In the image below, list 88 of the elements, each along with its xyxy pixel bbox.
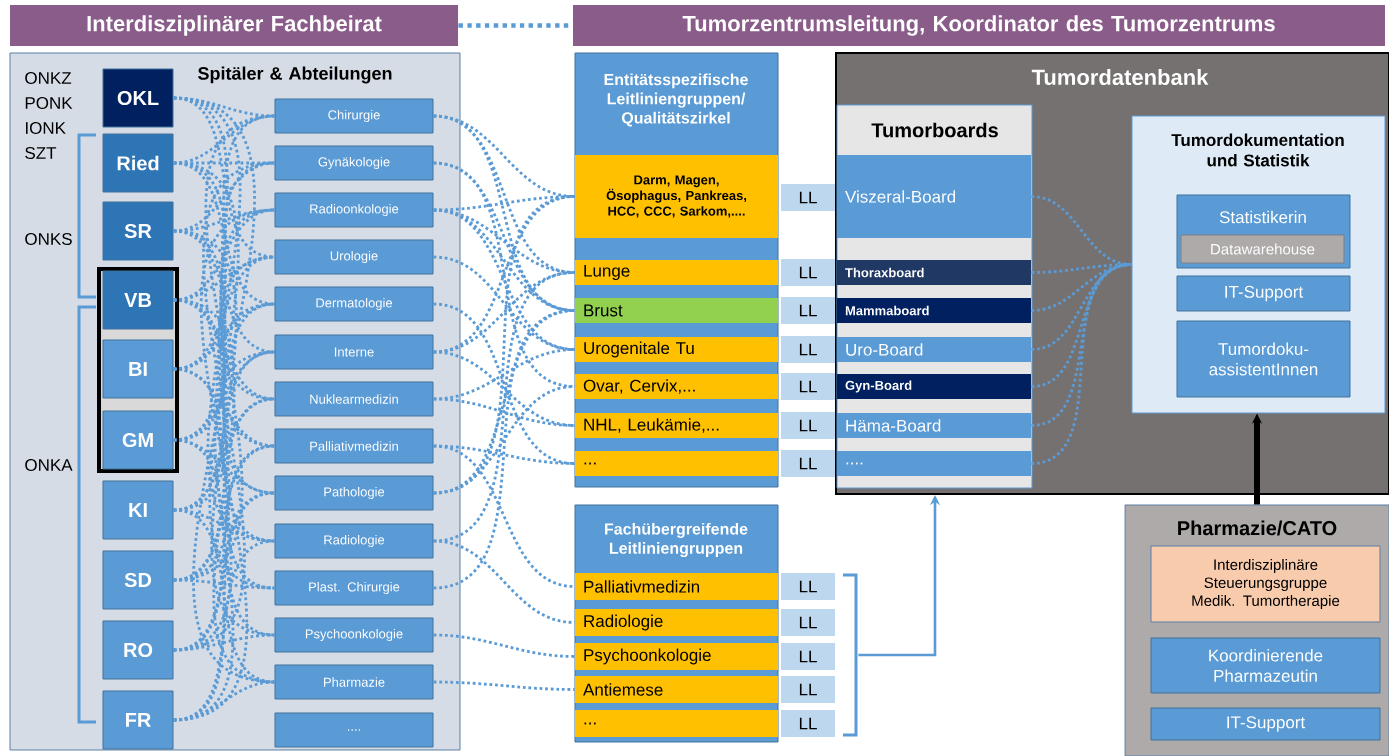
connector <box>1031 263 1132 351</box>
connector <box>433 161 575 388</box>
staff-box: IT-Support <box>1150 707 1381 741</box>
department-box: Urologie <box>274 239 434 275</box>
connector <box>173 633 275 652</box>
hospital-box: VB <box>102 270 174 330</box>
department-box: Nuklearmedizin <box>274 381 434 417</box>
department-box: Radiologie <box>274 523 434 559</box>
guideline-box: LL <box>781 336 835 363</box>
board-box: Häma-Board <box>837 413 1031 438</box>
entity-row: Antiemese <box>575 676 778 703</box>
group-label: ONKS <box>25 233 72 245</box>
entity-row: Palliativmedizin <box>575 573 778 600</box>
entity-row: ... <box>575 451 778 476</box>
guideline-box: LL <box>781 609 835 636</box>
department-box: Plast. Chirurgie <box>274 570 434 606</box>
connector <box>433 397 575 427</box>
guideline-box: LL <box>781 643 835 670</box>
hospital-box: GM <box>102 410 174 470</box>
connector <box>433 255 575 351</box>
connector <box>433 350 575 427</box>
hospital-box: FR <box>102 690 174 750</box>
department-box: Psychoonkologie <box>274 617 434 653</box>
department-box: Palliativmedizin <box>274 428 434 464</box>
department-box: Pathologie <box>274 475 434 511</box>
group-label: SZT <box>25 147 57 159</box>
board-box: Mammaboard <box>837 298 1031 323</box>
board-box: .... <box>837 451 1031 476</box>
hospital-box: SR <box>102 201 174 261</box>
guideline-box: LL <box>781 676 835 703</box>
group-label: IONK <box>26 122 66 134</box>
connector <box>173 680 275 722</box>
board-box: Thoraxboard <box>837 260 1031 285</box>
staff-box: Tumordoku- assistentInnen <box>1176 320 1351 398</box>
department-box: Chirurgie <box>274 98 434 134</box>
connector <box>433 385 575 495</box>
department-box: .... <box>274 712 434 748</box>
connector <box>433 271 575 543</box>
connector <box>173 578 275 590</box>
entity-row: NHL, Leukämie,... <box>575 413 778 438</box>
entity-row: ... <box>575 710 778 737</box>
hospital-box: SD <box>102 550 174 610</box>
entity-row: Urogenitale Tu <box>575 337 778 362</box>
department-box: Dermatologie <box>274 286 434 322</box>
guideline-box: LL <box>781 710 835 737</box>
entity-row: Psychoonkologie <box>575 643 778 670</box>
guideline-box: LL <box>781 373 835 400</box>
department-box: Radioonkologie <box>274 192 434 228</box>
entity-row: Radiologie <box>575 609 778 636</box>
connector <box>433 680 575 691</box>
entity-row: Lunge <box>575 260 778 285</box>
connector <box>433 309 575 590</box>
hospital-box: RO <box>102 620 174 680</box>
guideline-box: LL <box>781 450 835 477</box>
department-box: Pharmazie <box>274 664 434 700</box>
hospital-box: KI <box>102 480 174 540</box>
connector <box>173 508 275 684</box>
staff-box: Koordinierende Pharmazeutin <box>1150 637 1381 694</box>
connector <box>433 633 575 658</box>
bracket <box>843 573 858 737</box>
group-label: ONKZ <box>25 72 72 84</box>
guideline-box: LL <box>781 297 835 324</box>
entity-row: Brust <box>575 298 778 323</box>
board-box: Viszeral-Board <box>837 155 1031 238</box>
connector <box>433 302 575 465</box>
group-label: ONKA <box>25 459 73 471</box>
group-label: PONK <box>25 97 73 109</box>
hospital-box: OKL <box>102 68 174 128</box>
hospital-box: Ried <box>102 133 174 193</box>
hospital-box: BI <box>102 339 174 399</box>
header-banner: Tumorzentrumsleitung, Koordinator des Tumorzentrums <box>573 5 1385 46</box>
department-box: Gynäkologie <box>274 145 434 181</box>
guideline-box: LL <box>781 184 835 211</box>
entity-row: Ovar, Cervix,... <box>575 374 778 399</box>
guideline-box: LL <box>781 573 835 600</box>
board-box: Gyn-Board <box>837 374 1031 399</box>
system-box: Datawarehouse <box>1180 234 1345 264</box>
header-banner: Interdisziplinärer Fachbeirat <box>10 5 458 46</box>
entity-row: Darm, Magen, Ösophagus, Pankreas, HCC, CCC, Sarkom,.... <box>575 155 778 238</box>
guideline-box: LL <box>781 259 835 286</box>
connector <box>1031 263 1132 465</box>
staff-box: IT-Support <box>1176 275 1351 312</box>
connector <box>433 444 575 465</box>
committee-box: Interdisziplinäre Steuerungsgruppe Medik. Tumortherapie <box>1150 545 1381 623</box>
connector <box>1031 263 1132 388</box>
guideline-box: LL <box>781 412 835 439</box>
department-box: Interne <box>274 334 434 370</box>
board-box: Uro-Board <box>837 337 1031 362</box>
